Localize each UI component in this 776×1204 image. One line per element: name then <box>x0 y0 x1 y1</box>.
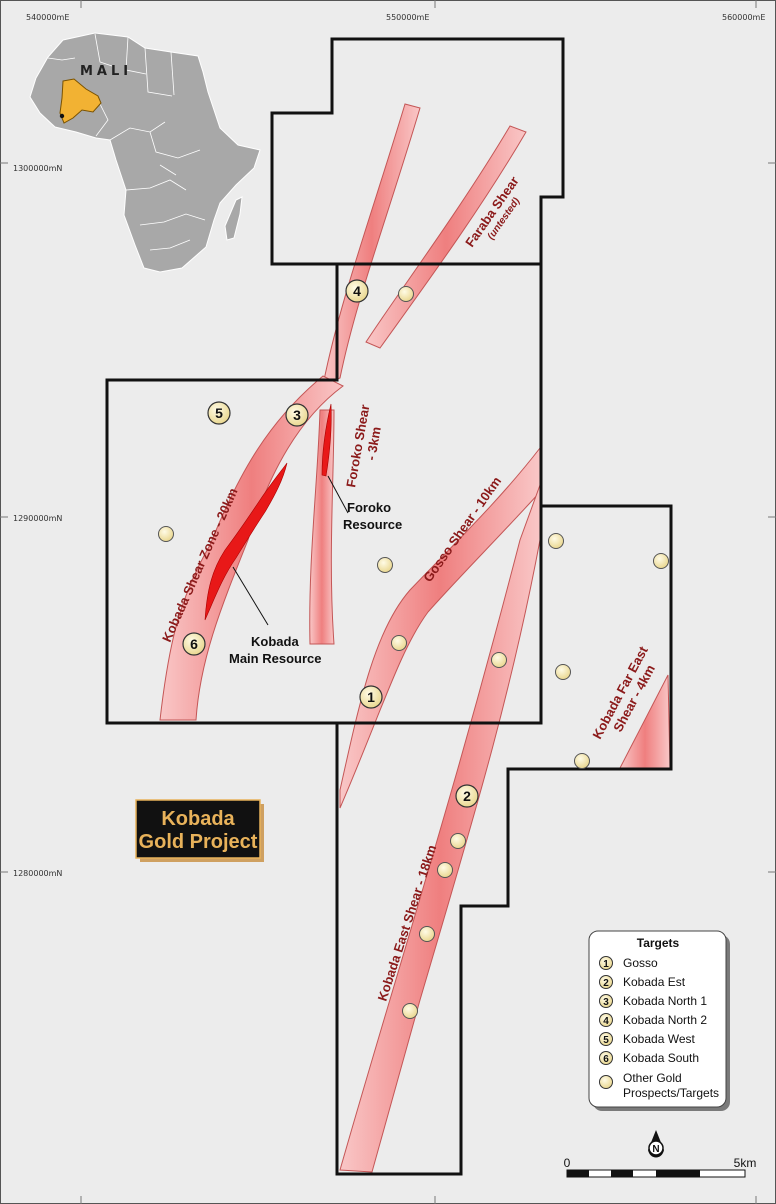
foroko-shear-line2: - 3km <box>363 426 384 462</box>
easting-label-550: 550000mE <box>386 13 429 22</box>
project-title-box: Kobada Gold Project <box>135 799 264 862</box>
target-3-number: 3 <box>293 407 301 423</box>
target-2: 2 <box>455 784 479 808</box>
legend-row-1: 1 Gosso <box>599 956 658 970</box>
legend-other-line1: Other Gold <box>623 1071 682 1085</box>
prospect-marker <box>548 533 564 549</box>
legend-row-3-label: Kobada North 1 <box>623 994 707 1008</box>
legend-row-other: Other Gold Prospects/Targets <box>599 1071 719 1100</box>
targets-legend: Targets 1 Gosso 2 Kobada Est 3 Kobada No… <box>588 930 730 1111</box>
project-title-line2: Gold Project <box>139 831 258 853</box>
scale-bar: 0 5km <box>564 1156 757 1178</box>
kobada-leader-line <box>232 566 269 626</box>
target-4-number: 4 <box>353 283 361 299</box>
foroko-shear <box>309 409 335 645</box>
africa-inset: MALI <box>29 32 261 273</box>
mali-label: MALI <box>80 64 132 79</box>
legend-row-5-label: Kobada West <box>623 1032 695 1046</box>
legend-title: Targets <box>637 936 680 950</box>
foroko-leader-line <box>327 475 349 514</box>
target-5-number: 5 <box>215 405 223 421</box>
prospect-marker <box>377 557 393 573</box>
legend-row-2: 2 Kobada Est <box>599 975 686 989</box>
prospect-marker <box>437 862 453 878</box>
target-4: 4 <box>345 279 369 303</box>
north-arrow-label: N <box>652 1144 659 1155</box>
scale-bar-end: 5km <box>734 1156 757 1170</box>
mali-country <box>59 78 102 124</box>
legend-other-line2: Prospects/Targets <box>623 1086 719 1100</box>
kobada-main-resource <box>204 462 288 621</box>
legend-row-1-number: 1 <box>603 959 609 970</box>
prospect-marker <box>555 664 571 680</box>
kobada-north-shear <box>322 103 421 386</box>
kobada-east-shear <box>339 484 541 1173</box>
foroko-resource-line2: Resource <box>343 517 402 532</box>
legend-row-6-number: 6 <box>603 1054 609 1065</box>
other-prospects <box>158 286 669 1019</box>
north-arrow: N <box>648 1130 664 1158</box>
country-borders <box>47 33 206 251</box>
prospect-marker <box>419 926 435 942</box>
target-6-number: 6 <box>190 636 198 652</box>
prospect-marker <box>402 1003 418 1019</box>
legend-row-4: 4 Kobada North 2 <box>599 1013 707 1027</box>
legend-row-4-label: Kobada North 2 <box>623 1013 707 1027</box>
prospect-marker <box>491 652 507 668</box>
target-1-number: 1 <box>367 689 375 705</box>
legend-row-3-number: 3 <box>603 997 609 1008</box>
project-location-dot <box>59 113 65 119</box>
target-3: 3 <box>285 403 309 427</box>
legend-row-6-label: Kobada South <box>623 1051 699 1065</box>
tenement-boundary <box>105 37 673 1176</box>
easting-label-540: 540000mE <box>26 13 69 22</box>
prospect-marker <box>158 526 174 542</box>
northing-label-1290: 1290000mN <box>13 514 62 523</box>
kobada-resource-line2: Main Resource <box>229 651 321 666</box>
prospect-marker <box>574 753 590 769</box>
target-2-number: 2 <box>463 788 471 804</box>
legend-row-5-number: 5 <box>603 1035 609 1046</box>
legend-row-2-number: 2 <box>603 978 609 989</box>
legend-row-4-number: 4 <box>603 1016 609 1027</box>
legend-row-3: 3 Kobada North 1 <box>599 994 707 1008</box>
project-title-line1: Kobada <box>161 808 235 830</box>
foroko-resource-line1: Foroko <box>347 500 391 515</box>
easting-label-560: 560000mE <box>722 13 765 22</box>
target-5: 5 <box>207 401 231 425</box>
northing-label-1300: 1300000mN <box>13 164 62 173</box>
prospect-marker <box>398 286 414 302</box>
legend-row-1-label: Gosso <box>623 956 658 970</box>
prospect-marker <box>450 833 466 849</box>
target-1: 1 <box>359 685 383 709</box>
legend-row-5: 5 Kobada West <box>599 1032 695 1046</box>
legend-row-2-label: Kobada Est <box>623 975 686 989</box>
scale-bar-start: 0 <box>564 1156 571 1170</box>
northing-label-1280: 1280000mN <box>13 869 62 878</box>
prospect-marker <box>391 635 407 651</box>
legend-row-6: 6 Kobada South <box>599 1051 699 1065</box>
foroko-resource <box>321 403 332 477</box>
prospect-marker <box>653 553 669 569</box>
kobada-resource-line1: Kobada <box>251 634 299 649</box>
madagascar <box>224 196 243 241</box>
target-6: 6 <box>182 632 206 656</box>
